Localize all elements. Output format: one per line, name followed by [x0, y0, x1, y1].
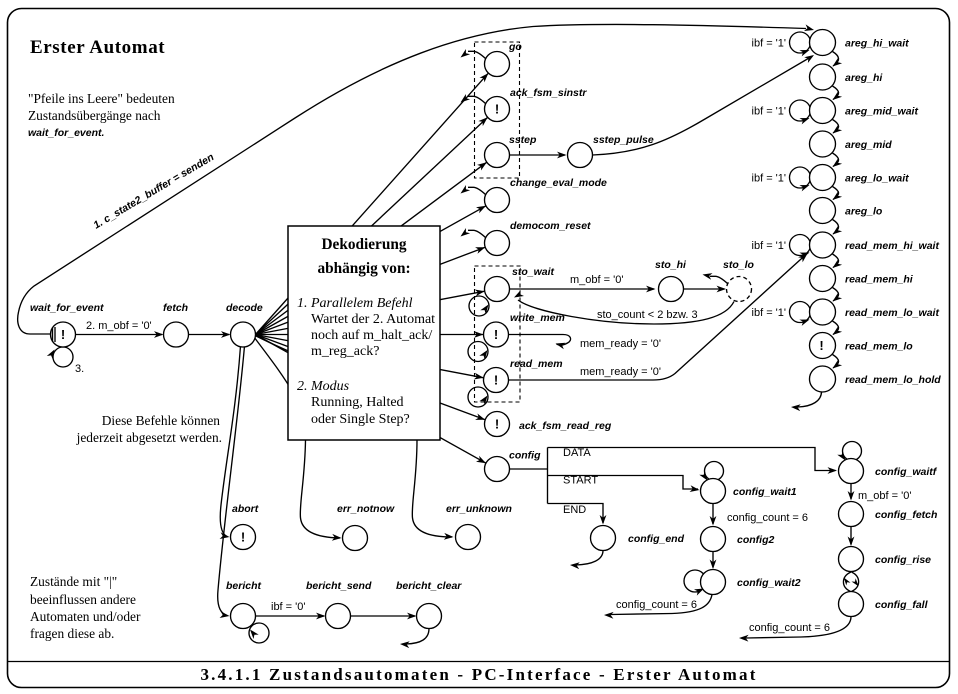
- svg-text:decode: decode: [226, 302, 263, 314]
- svg-text:m_reg_ack?: m_reg_ack?: [311, 344, 379, 359]
- svg-text:areg_lo: areg_lo: [845, 206, 883, 218]
- svg-text:1. Parallelem Befehl: 1. Parallelem Befehl: [297, 296, 413, 311]
- svg-text:3.4.1.1 Zustandsautomaten - PC: 3.4.1.1 Zustandsautomaten - PC-Interface…: [200, 665, 757, 684]
- svg-text:!: !: [494, 327, 498, 342]
- svg-text:sto_lo: sto_lo: [723, 259, 755, 271]
- svg-text:ibf = '1': ibf = '1': [752, 106, 786, 118]
- svg-text:!: !: [819, 338, 823, 353]
- svg-text:areg_hi: areg_hi: [845, 72, 883, 84]
- svg-text:config_wait1: config_wait1: [733, 486, 797, 498]
- svg-text:sstep_pulse: sstep_pulse: [593, 134, 654, 146]
- svg-text:bericht: bericht: [226, 580, 262, 592]
- svg-text:2. Modus: 2. Modus: [297, 379, 350, 394]
- svg-text:!: !: [61, 327, 65, 342]
- svg-text:read_mem_hi_wait: read_mem_hi_wait: [845, 240, 939, 252]
- svg-text:config_end: config_end: [628, 533, 685, 545]
- svg-text:!: !: [495, 102, 499, 117]
- svg-text:change_eval_mode: change_eval_mode: [510, 177, 607, 189]
- svg-text:config_waitf: config_waitf: [875, 466, 938, 478]
- svg-text:areg_mid_wait: areg_mid_wait: [845, 106, 918, 118]
- svg-text:config2: config2: [737, 534, 774, 546]
- svg-text:ack_fsm_sinstr: ack_fsm_sinstr: [510, 87, 587, 99]
- svg-text:Erster Automat: Erster Automat: [30, 37, 165, 58]
- svg-text:beeinflussen andere: beeinflussen andere: [30, 592, 136, 607]
- svg-text:DATA: DATA: [563, 447, 591, 459]
- svg-text:democom_reset: democom_reset: [510, 220, 591, 232]
- svg-text:config_count = 6: config_count = 6: [616, 599, 697, 611]
- svg-text:Wartet der 2. Automat: Wartet der 2. Automat: [311, 312, 435, 327]
- svg-text:Diese Befehle können: Diese Befehle können: [102, 413, 221, 428]
- svg-text:ack_fsm_read_reg: ack_fsm_read_reg: [519, 420, 612, 432]
- svg-text:mem_ready = '0': mem_ready = '0': [580, 366, 661, 378]
- svg-text:Automaten und/oder: Automaten und/oder: [30, 609, 141, 624]
- svg-text:wait_for_event.: wait_for_event.: [28, 127, 105, 139]
- svg-text:config: config: [509, 450, 541, 462]
- svg-text:Zustandsübergänge nach: Zustandsübergänge nach: [28, 108, 161, 123]
- svg-text:read_mem_hi: read_mem_hi: [845, 274, 914, 286]
- svg-text:read_mem_lo_hold: read_mem_lo_hold: [845, 374, 941, 386]
- svg-text:ibf = '1': ibf = '1': [752, 173, 786, 185]
- svg-text:fetch: fetch: [163, 302, 188, 314]
- svg-text:END: END: [563, 504, 586, 516]
- svg-text:START: START: [563, 475, 598, 487]
- svg-text:wait_for_event: wait_for_event: [30, 302, 104, 314]
- svg-text:ibf = '1': ibf = '1': [752, 240, 786, 252]
- svg-text:"Pfeile ins Leere" bedeuten: "Pfeile ins Leere" bedeuten: [28, 91, 175, 106]
- svg-text:sto_wait: sto_wait: [512, 266, 555, 278]
- svg-text:!: !: [241, 530, 245, 545]
- svg-text:m_obf = '0': m_obf = '0': [858, 490, 911, 502]
- svg-text:abhängig von:: abhängig von:: [317, 260, 410, 277]
- svg-text:areg_hi_wait: areg_hi_wait: [845, 38, 909, 50]
- svg-text:areg_mid: areg_mid: [845, 139, 892, 151]
- svg-text:sto_count < 2 bzw. 3: sto_count < 2 bzw. 3: [597, 309, 698, 321]
- svg-text:mem_ready = '0': mem_ready = '0': [580, 338, 661, 350]
- svg-text:jederzeit abgesetzt werden.: jederzeit abgesetzt werden.: [76, 430, 222, 445]
- svg-text:Zustände mit "|": Zustände mit "|": [30, 574, 117, 589]
- svg-text:read_mem_lo_wait: read_mem_lo_wait: [845, 307, 939, 319]
- svg-text:config_wait2: config_wait2: [737, 577, 801, 589]
- svg-text:noch auf m_halt_ack/: noch auf m_halt_ack/: [311, 328, 432, 343]
- svg-text:ibf = '1': ibf = '1': [752, 307, 786, 319]
- svg-text:3.: 3.: [75, 363, 84, 375]
- svg-text:write_mem: write_mem: [510, 312, 565, 324]
- svg-text:bericht_clear: bericht_clear: [396, 580, 462, 592]
- svg-text:Running, Halted: Running, Halted: [311, 395, 404, 410]
- svg-text:read_mem_lo: read_mem_lo: [845, 341, 913, 353]
- svg-text:sto_hi: sto_hi: [655, 259, 687, 271]
- svg-text:2. m_obf = '0': 2. m_obf = '0': [86, 320, 152, 332]
- svg-text:bericht_send: bericht_send: [306, 580, 372, 592]
- svg-text:err_notnow: err_notnow: [337, 503, 395, 515]
- svg-text:fragen diese ab.: fragen diese ab.: [30, 626, 114, 641]
- svg-text:Dekodierung: Dekodierung: [322, 236, 407, 253]
- svg-text:!: !: [494, 373, 498, 388]
- svg-text:sstep: sstep: [509, 134, 537, 146]
- svg-text:err_unknown: err_unknown: [446, 503, 512, 515]
- svg-text:areg_lo_wait: areg_lo_wait: [845, 173, 909, 185]
- svg-text:config_rise: config_rise: [875, 554, 931, 566]
- svg-text:go: go: [508, 41, 522, 53]
- svg-text:!: !: [495, 417, 499, 432]
- svg-text:config_count = 6: config_count = 6: [727, 512, 808, 524]
- svg-text:ibf = '0': ibf = '0': [271, 601, 305, 613]
- svg-text:oder Single Step?: oder Single Step?: [311, 412, 410, 427]
- svg-text:config_fall: config_fall: [875, 599, 929, 611]
- svg-text:config_count = 6: config_count = 6: [749, 622, 830, 634]
- svg-text:m_obf = '0': m_obf = '0': [570, 274, 623, 286]
- svg-text:config_fetch: config_fetch: [875, 509, 937, 521]
- svg-text:read_mem: read_mem: [510, 358, 563, 370]
- svg-text:abort: abort: [232, 503, 259, 515]
- svg-text:ibf = '1': ibf = '1': [752, 38, 786, 50]
